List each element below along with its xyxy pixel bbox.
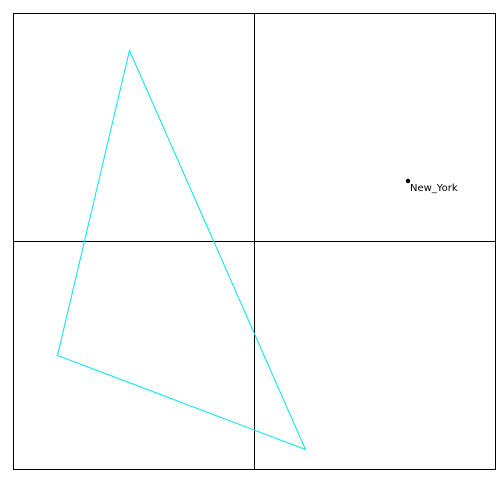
- point-marker: [405, 178, 411, 184]
- triangle-shape: [56, 48, 307, 451]
- point-label: New_York: [410, 183, 458, 194]
